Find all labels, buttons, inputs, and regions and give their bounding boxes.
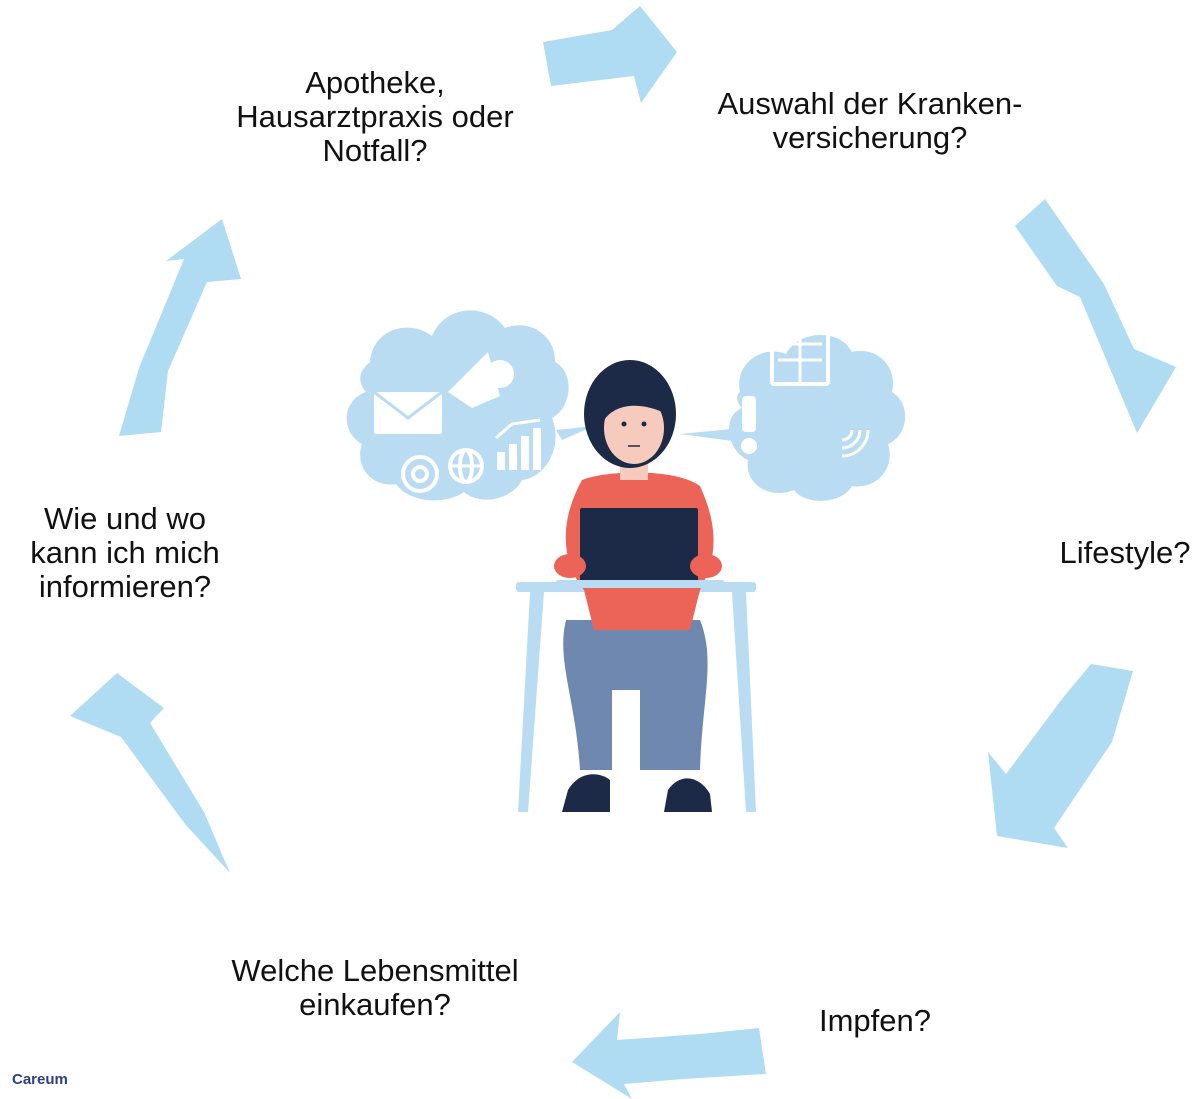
cycle-step-line: Apotheke, (305, 65, 445, 100)
bar-chart-icon (495, 418, 541, 470)
document-icon (770, 310, 830, 386)
wifi-icon (841, 429, 870, 458)
cycle-step-apotheke: Apotheke, Hausarztpraxis oder Notfall? (210, 66, 540, 168)
at-sign-icon (401, 455, 439, 493)
cycle-step-line: Welche Lebensmittel (231, 953, 519, 988)
cycle-step-line: kann ich mich (30, 535, 220, 570)
cycle-arrow-bottom (572, 1012, 766, 1099)
cycle-step-lifestyle: Lifestyle? (1040, 536, 1200, 570)
cycle-arrow-right-upper (1015, 199, 1176, 433)
cycle-step-line: Impfen? (818, 1003, 931, 1038)
cycle-step-line: Hausarztpraxis oder (236, 99, 514, 134)
cycle-arrow-left-lower (70, 673, 230, 873)
exclamation-icon (741, 396, 757, 454)
right-thought-cloud (680, 288, 906, 501)
cycle-step-line: Auswahl der Kranken- (717, 86, 1023, 121)
cloud-upload-icon (780, 288, 829, 304)
cycle-step-line: Notfall? (322, 133, 428, 168)
cycle-step-line: einkaufen? (299, 987, 451, 1022)
cycle-step-krankenversicherung: Auswahl der Kranken- versicherung? (690, 87, 1050, 155)
cycle-step-impfen: Impfen? (790, 1004, 960, 1038)
megaphone-icon (448, 352, 514, 408)
cycle-step-informieren: Wie und wo kann ich mich informieren? (10, 502, 240, 604)
cycle-step-line: Lifestyle? (1059, 535, 1191, 570)
globe-icon (448, 448, 484, 484)
cycle-arrow-left-upper (119, 219, 241, 436)
cycle-step-lebensmittel: Welche Lebensmittel einkaufen? (195, 954, 555, 1022)
cycle-arrow-right-lower (988, 664, 1133, 848)
brand-logo-text: Careum (12, 1071, 68, 1088)
cycle-step-line: informieren? (38, 569, 212, 604)
envelope-icon (373, 390, 443, 434)
cycle-arrow-top (543, 6, 677, 103)
left-thought-cloud (346, 310, 594, 501)
cycle-step-line: versicherung? (772, 120, 968, 155)
cycle-step-line: Wie und wo (44, 501, 206, 536)
person (516, 360, 756, 812)
